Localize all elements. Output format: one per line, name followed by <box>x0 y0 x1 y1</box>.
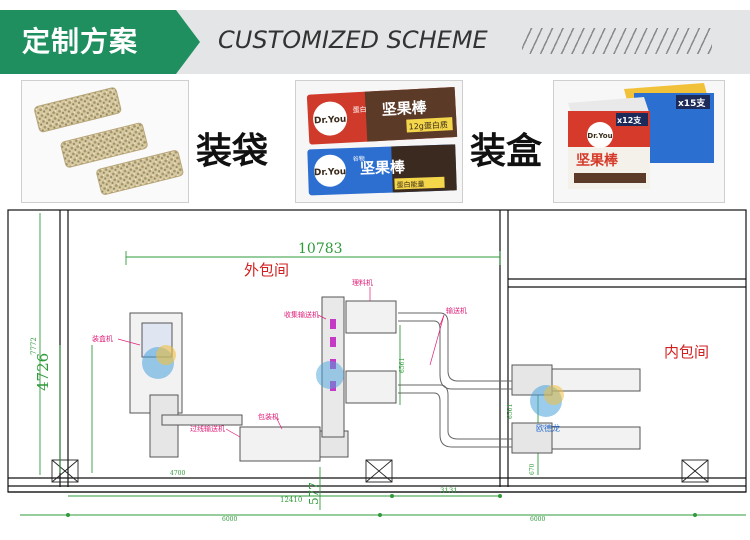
bagging-label: 装袋 <box>196 131 269 172</box>
callout-boxing: 装盒机 <box>92 334 113 343</box>
callout-sorting: 理料机 <box>352 278 373 287</box>
layout-plan: 外包间 内包间 10783 4726 7772 12410 3131 6000 … <box>0 205 750 536</box>
wrapper2-protein: 蛋白能量 <box>396 179 424 189</box>
watermark-text: 欧德龙 <box>536 423 560 433</box>
outer-room-label: 外包间 <box>244 261 289 279</box>
callout-wrapper: 包装机 <box>258 412 279 421</box>
machinery <box>129 296 641 462</box>
page-subtitle: CUSTOMIZED SCHEME <box>218 26 488 54</box>
dim-top: 10783 <box>298 241 343 257</box>
callout-collect: 收集输送机 <box>284 310 319 319</box>
dim-mid: 6561 <box>399 358 406 373</box>
dim-bottom-1: 12410 <box>280 496 302 504</box>
dim-left: 4726 <box>34 353 52 391</box>
wrapper2-name: 坚果棒 <box>360 158 407 178</box>
header-tag <box>0 10 200 74</box>
sorter-bottom <box>345 370 397 404</box>
dimension-lines <box>20 213 746 516</box>
dim-left-outer: 7772 <box>30 337 38 355</box>
sorter-top <box>345 300 397 334</box>
photo-nut-bars <box>21 80 189 203</box>
callout-conveyor: 输送机 <box>446 306 467 315</box>
callout-transfer: 过线输送机 <box>190 424 225 433</box>
columns <box>51 459 709 483</box>
dim-vertical-small: 577 <box>307 482 321 505</box>
dim-bottom-4: 6000 <box>530 516 545 523</box>
dim-mid2: 6561 <box>507 404 514 419</box>
wrapper1-name: 坚果棒 <box>381 98 428 118</box>
dim-bottom-3: 6000 <box>222 516 237 523</box>
watermark-logo <box>142 345 564 417</box>
wrapping-machine <box>239 426 321 462</box>
box-large-count: x15支 <box>678 97 706 109</box>
inner-room-label: 内包间 <box>664 343 709 361</box>
wrapper1-protein: 12g蛋白质 <box>408 119 448 131</box>
dim-bottom-2: 3131 <box>440 487 458 495</box>
decorative-stripes <box>522 28 712 54</box>
conveyor-pipes <box>398 312 512 448</box>
callouts: 装盒机 过线输送机 包装机 收集输送机 理料机 输送机 <box>92 278 467 433</box>
photo-wrapped-bars: Dr.You 坚果棒 蛋白 12g蛋白质 Dr.You 坚果棒 蛋白能量 谷物 <box>295 80 463 203</box>
dimension-ticks <box>66 494 697 517</box>
wrapper1-tag: 蛋白 <box>352 105 366 115</box>
dim-small-a: 670 <box>529 463 536 475</box>
page-title: 定制方案 <box>22 25 139 58</box>
wrapper1-brand: Dr.You <box>314 115 347 127</box>
box-name: 坚果棒 <box>576 152 619 169</box>
header: 定制方案 CUSTOMIZED SCHEME <box>0 0 750 74</box>
dim-small-b: 4700 <box>170 470 185 477</box>
callout-leaders <box>117 287 445 438</box>
boxing-label: 装盒 <box>470 131 543 172</box>
wrapper2-tag: 谷物 <box>352 154 364 162</box>
wrapper2-brand: Dr.You <box>314 167 347 178</box>
box-brand: Dr.You <box>587 132 612 140</box>
box-small-count: x12支 <box>617 115 642 125</box>
walls <box>7 209 747 493</box>
photo-boxes: x15支 Dr.You x12支 坚果棒 <box>553 80 725 203</box>
